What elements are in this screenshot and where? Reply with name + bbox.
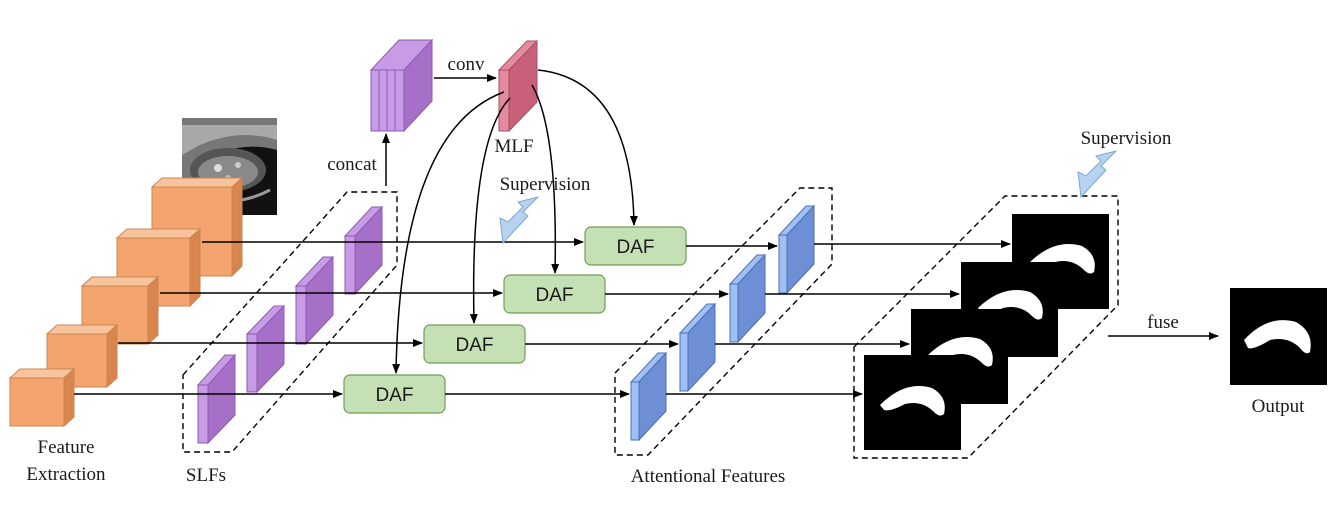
mask-dashed-group: [853, 195, 1119, 459]
svg-text:DAF: DAF: [456, 335, 494, 356]
output-label: Output: [1252, 396, 1306, 417]
daf-block-3: DAF: [503, 274, 606, 314]
feature-cube-1: [8, 367, 76, 428]
mlf-curves: [392, 69, 638, 374]
attn-slab-3: [728, 253, 767, 344]
attentional-dashed-group: [614, 187, 833, 456]
slf-slab-4: [343, 205, 384, 296]
slf-slab-2: [245, 304, 286, 394]
daf-block-1: DAF: [343, 374, 446, 414]
slf-slabs: [196, 205, 384, 445]
attentional-feature-slabs: [629, 204, 816, 442]
concat-stack: [369, 38, 434, 133]
svg-text:DAF: DAF: [536, 285, 574, 306]
daf-block-2: DAF: [423, 324, 526, 364]
feature-extraction-cubes: [8, 176, 244, 428]
final-output-mask: [1230, 288, 1327, 385]
slf-dashed-group: [182, 191, 398, 453]
slf-slab-1: [196, 353, 237, 445]
mlf-label: MLF: [494, 136, 533, 157]
mask-1: [864, 355, 961, 450]
feature-cube-2: [45, 323, 119, 389]
supervision-arrow-top: [499, 196, 540, 245]
fuse-label: fuse: [1147, 312, 1179, 333]
mlf-block: [497, 39, 539, 133]
svg-text:DAF: DAF: [376, 385, 414, 406]
attn-slab-4: [777, 204, 816, 295]
supervision-top-label: Supervision: [500, 174, 591, 195]
slfs-label: SLFs: [186, 465, 226, 486]
conv-label: conv: [448, 54, 485, 75]
supervision-arrow-right: [1077, 150, 1118, 199]
svg-text:DAF: DAF: [617, 237, 655, 258]
attn-slab-1: [629, 351, 668, 442]
slf-slab-3: [294, 255, 335, 346]
daf-block-4: DAF: [584, 226, 687, 266]
supervision-right-label: Supervision: [1081, 128, 1172, 149]
feature-extraction-label-2: Extraction: [26, 464, 106, 485]
feature-extraction-label-1: Feature: [38, 437, 95, 458]
flow-arrows: [74, 74, 1219, 398]
concat-label: concat: [327, 154, 377, 175]
attn-slab-2: [678, 302, 717, 393]
attentional-features-label: Attentional Features: [631, 466, 786, 487]
output-masks: [864, 214, 1109, 450]
